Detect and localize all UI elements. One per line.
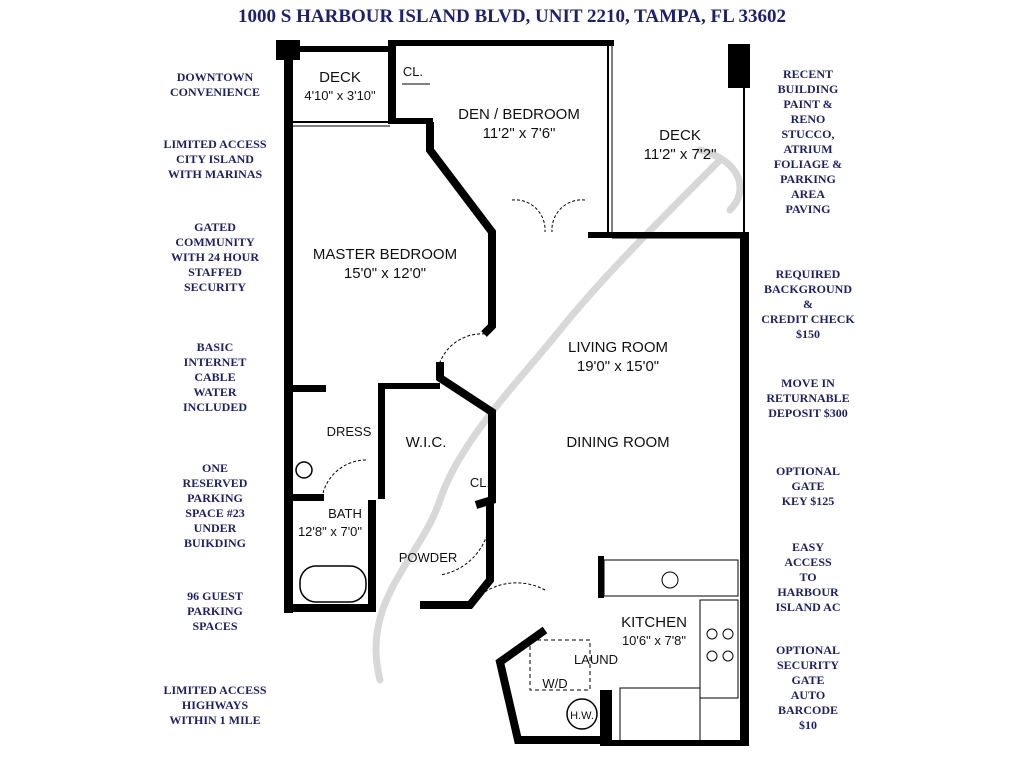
note-right-1: RECENT BUILDING PAINT & RENO STUCCO, ATR… — [773, 67, 843, 216]
room-den-name: DEN / BEDROOM — [458, 106, 580, 123]
note-left-6: 96 GUEST PARKING SPACES — [187, 589, 243, 633]
note-left-7: LIMITED ACCESS HIGHWAYS WITHIN 1 MILE — [163, 683, 267, 727]
room-den-size: 11'2" x 7'6" — [483, 125, 556, 142]
room-powder-name: POWDER — [399, 550, 458, 565]
note-left-4: BASIC INTERNET CABLE WATER INCLUDED — [182, 340, 247, 414]
watermark-logo — [372, 146, 744, 684]
room-closet-top-name: CL. — [403, 64, 423, 79]
room-living-size: 19'0" x 15'0" — [577, 358, 659, 375]
room-wic-name: W.I.C. — [406, 434, 447, 451]
room-deck-small-size: 4'10" x 3'10" — [304, 88, 376, 103]
note-right-2: REQUIRED BACKGROUND & CREDIT CHECK $150 — [761, 267, 855, 341]
room-dress-name: DRESS — [327, 424, 372, 439]
room-kitchen-name: KITCHEN — [621, 614, 687, 631]
room-dining-name: DINING ROOM — [566, 434, 669, 451]
wall-lines — [293, 46, 745, 744]
room-master-size: 15'0" x 12'0" — [344, 265, 426, 282]
note-left-1: DOWNTOWN CONVENIENCE — [169, 70, 260, 99]
page-title: 1000 S HARBOUR ISLAND BLVD, UNIT 2210, T… — [238, 6, 786, 27]
room-bath-name: BATH — [328, 506, 362, 521]
room-bath-size: 12'8" x 7'0" — [298, 524, 362, 539]
note-left-3: GATED COMMUNITY WITH 24 HOUR STAFFED SEC… — [170, 220, 259, 294]
note-left-2: LIMITED ACCESS CITY ISLAND WITH MARINAS — [163, 137, 267, 181]
room-closet-mid-name: CL. — [470, 475, 490, 490]
note-right-4: OPTIONAL GATE KEY $125 — [775, 464, 840, 508]
note-right-5: EASY ACCESS TO HARBOUR ISLAND AC — [775, 540, 841, 614]
note-left-5: ONE RESERVED PARKING SPACE #23 UNDER BUI… — [182, 461, 248, 550]
room-living-name: LIVING ROOM — [568, 339, 668, 356]
room-hw-name: H.W. — [570, 710, 594, 722]
room-deck-large-name: DECK — [659, 127, 701, 144]
room-laund-name: LAUND — [574, 652, 618, 667]
room-kitchen-size: 10'6" x 7'8" — [622, 633, 686, 648]
room-deck-small-name: DECK — [319, 69, 361, 86]
note-right-6: OPTIONAL SECURITY GATE AUTO BARCODE $10 — [775, 643, 840, 732]
room-deck-large-size: 11'2" x 7'2" — [644, 146, 717, 163]
room-master-name: MASTER BEDROOM — [313, 246, 457, 263]
note-right-3: MOVE IN RETURNABLE DEPOSIT $300 — [766, 376, 850, 420]
walls — [276, 40, 750, 746]
room-wd-name: W/D — [542, 676, 567, 691]
